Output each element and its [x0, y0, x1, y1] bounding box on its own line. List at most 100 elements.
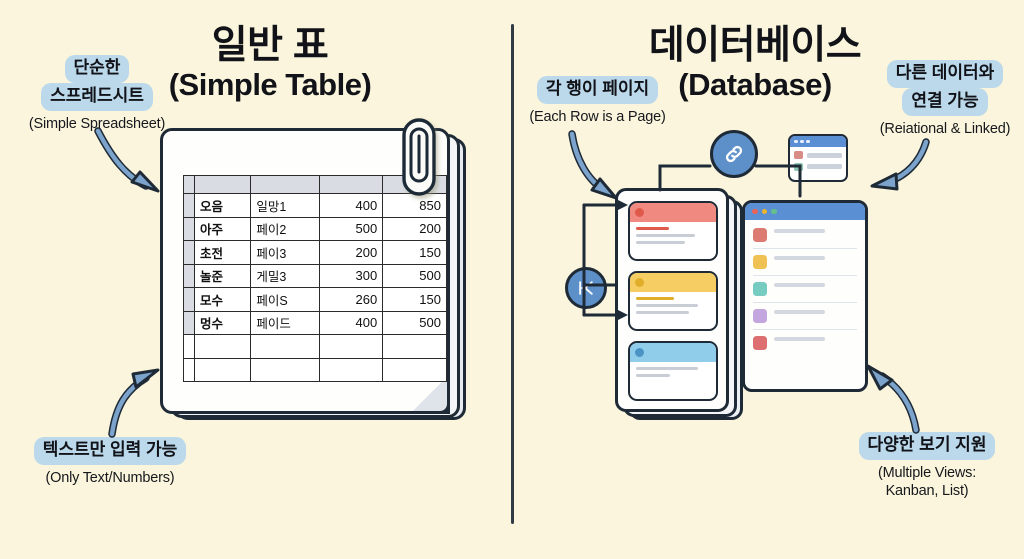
arrow-relational-to-linkwindow [870, 138, 930, 191]
record-card-blue-lines [630, 362, 716, 378]
record-card-red-dot [635, 208, 644, 217]
table-cell-c2: 페이3 [250, 240, 320, 265]
table-cell-c1: 멍수 [193, 310, 252, 335]
table-cell-c3 [318, 334, 384, 359]
list-item [753, 309, 857, 330]
record-card-yellow-dot [635, 278, 644, 287]
paperclip-icon [402, 118, 436, 196]
table-row [183, 334, 447, 359]
window-minimize-dot[interactable] [761, 208, 767, 215]
record-card-yellow-lines [630, 292, 716, 315]
callout-eachrow-sub: (Each Row is a Page) [529, 108, 666, 125]
callout-each-row: 각 행이 페이지 (Each Row is a Page) [510, 76, 685, 126]
arrow-views-to-window [866, 364, 920, 434]
table-cell-c1: 모수 [193, 287, 252, 312]
left-title-ko: 일반 표 [211, 24, 329, 67]
table-cell-c3: 200 [318, 240, 384, 265]
table-cell-c1: 오음 [193, 193, 252, 218]
multi-view-window [742, 200, 868, 392]
table-cell-c4: 500 [382, 263, 447, 288]
record-card-blue [628, 341, 718, 401]
left-title-en: (Simple Table) [168, 66, 372, 102]
page-card-stack [615, 188, 743, 420]
record-card-blue-band [630, 343, 716, 362]
record-card-red-band [630, 203, 716, 222]
left-panel-title: 일반 표 (Simple Table) [120, 24, 420, 102]
table-cell-c2 [250, 357, 320, 382]
callout-views-ko: 다양한 보기 지원 [858, 432, 996, 460]
list-item [753, 282, 857, 303]
callout-spreadsheet-ko-1: 단순한 [64, 55, 130, 83]
linked-window-row [794, 151, 842, 159]
window-maximize-dot[interactable] [771, 208, 777, 215]
connector-lines [582, 164, 802, 317]
card-stack-front [615, 188, 729, 412]
callout-multiple-views: 다양한 보기 지원 (Multiple Views: Kanban, List) [832, 432, 1022, 500]
list-item [753, 336, 857, 356]
right-panel-title: 데이터베이스 (Database) [590, 24, 920, 102]
callout-spreadsheet-ko-2: 스프레드시트 [41, 82, 153, 111]
callout-relational-sub: (Reiational & Linked) [879, 120, 1011, 137]
list-item [753, 255, 857, 276]
window-close-dot[interactable] [752, 208, 758, 215]
table-row [183, 357, 447, 382]
callout-relational-ko-2: 연결 가능 [902, 87, 988, 116]
table-cell-c2 [250, 334, 320, 359]
table-cell-c3: 260 [318, 287, 384, 312]
table-cell-c2: 페이드 [250, 310, 320, 335]
folded-corner [413, 377, 450, 414]
record-card-red-lines [630, 222, 716, 245]
merge-node [565, 267, 607, 309]
multi-view-titlebar [745, 203, 865, 220]
link-chain-icon [725, 145, 743, 163]
callout-views-sub-2: Kanban, List) [885, 482, 969, 499]
record-card-blue-dot [635, 348, 644, 357]
multi-view-list [745, 220, 865, 356]
table-cell-c4: 150 [382, 287, 447, 312]
right-title-ko: 데이터베이스 [648, 24, 862, 67]
table-cell-c4 [382, 334, 447, 359]
table-cell-c1: 아주 [193, 216, 252, 241]
table-cell-c1 [193, 334, 252, 359]
callout-relational: 다른 데이터와 연결 가능 (Reiational & Linked) [862, 60, 1024, 138]
table-cell-c2: 페이2 [250, 216, 320, 241]
table-cell-c1: 놀준 [193, 263, 252, 288]
arrow-onlytext-to-paper [108, 368, 160, 438]
connector-arrowheads [616, 199, 628, 321]
table-cell-c2: 게밀3 [250, 263, 320, 288]
right-title-en: (Database) [678, 66, 832, 102]
table-cell-c3 [318, 357, 384, 382]
table-cell-c4: 200 [382, 216, 447, 241]
arrow-spreadsheet-to-paper [94, 127, 160, 193]
callout-onlytext-ko: 텍스트만 입력 가능 [33, 437, 187, 465]
record-card-yellow-band [630, 273, 716, 292]
callout-only-text: 텍스트만 입력 가능 (Only Text/Numbers) [10, 437, 210, 487]
database-illustration [520, 128, 1020, 428]
table-cell-c3: 300 [318, 263, 384, 288]
table-cell-c4: 500 [382, 310, 447, 335]
record-card-red [628, 201, 718, 261]
table-cell-c4 [382, 357, 447, 382]
center-divider [511, 24, 514, 524]
callout-relational-ko-1: 다른 데이터와 [886, 60, 1004, 88]
table-cell-c2: 페이S [250, 287, 320, 312]
linked-database-window [788, 134, 848, 182]
table-cell-c3: 400 [318, 193, 384, 218]
record-card-yellow [628, 271, 718, 331]
callout-views-sub-1: (Multiple Views: [877, 464, 977, 481]
callout-simple-spreadsheet: 단순한 스프레드시트 (Simple Spreadsheet) [8, 55, 186, 133]
callout-eachrow-ko: 각 행이 페이지 [536, 76, 659, 104]
list-item [753, 228, 857, 249]
